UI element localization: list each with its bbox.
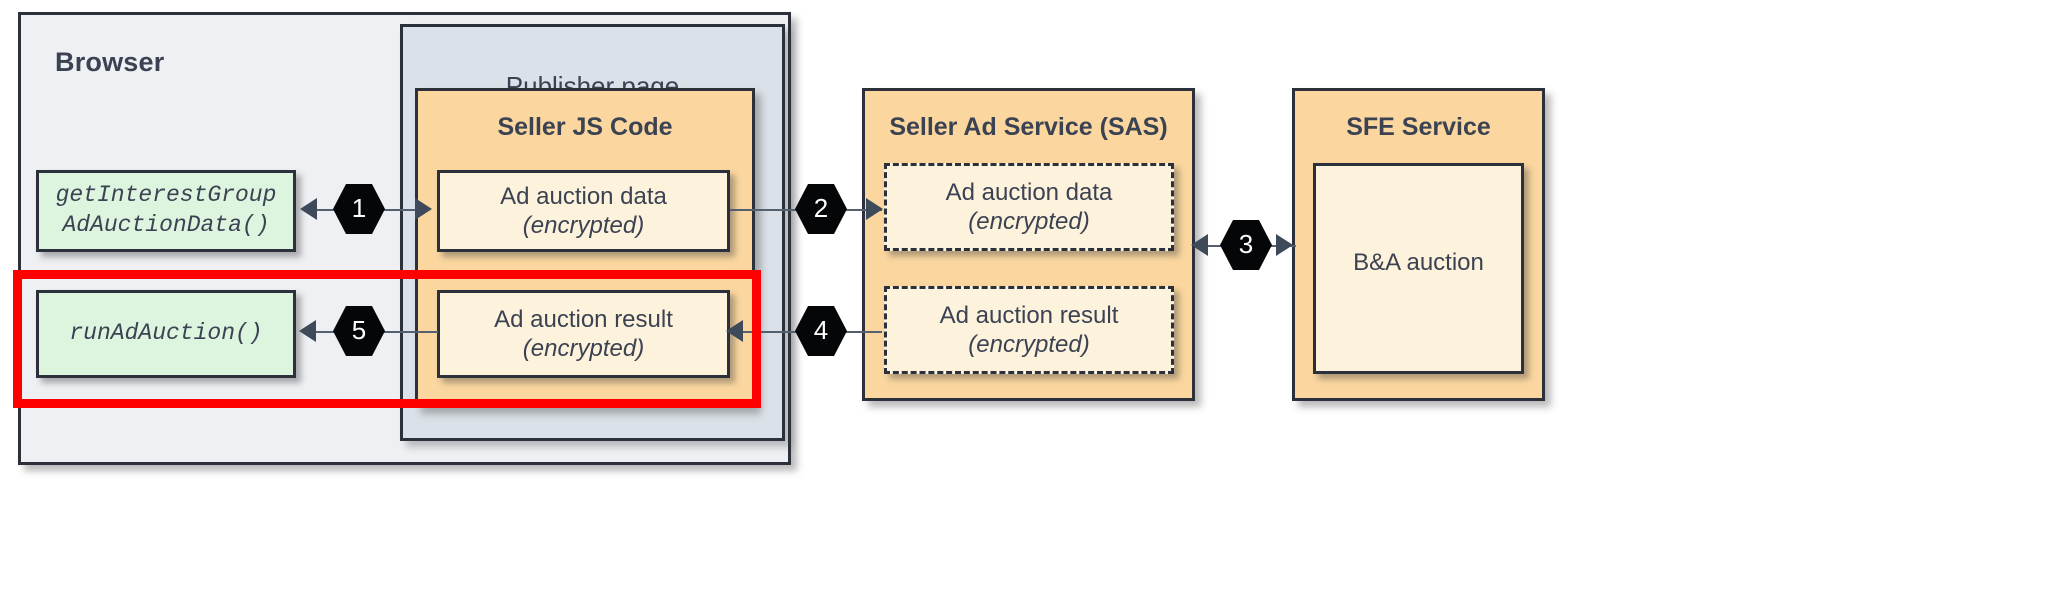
- arrowhead-step-2: [866, 198, 883, 220]
- seller-ad-service-label: Seller Ad Service (SAS): [889, 113, 1168, 141]
- sfe-service-label: SFE Service: [1346, 113, 1491, 141]
- js-ad-auction-result-subtitle: (encrypted): [522, 335, 645, 362]
- sas-ad-auction-result-subtitle: (encrypted): [968, 331, 1090, 358]
- sas-ad-auction-data-subtitle: (encrypted): [968, 208, 1090, 235]
- step-badge-4: 4: [795, 306, 847, 356]
- arrowhead-step-1-right: [415, 198, 432, 220]
- step-badge-5-number: 5: [351, 314, 367, 345]
- js-ad-auction-data-title: Ad auction data: [500, 182, 667, 210]
- sas-ad-auction-data-title: Ad auction data: [945, 178, 1113, 206]
- js-ad-auction-result-title: Ad auction result: [494, 305, 673, 333]
- step-badge-3-number: 3: [1238, 228, 1254, 259]
- arrowhead-step-1-left: [300, 198, 317, 220]
- run-ad-auction-label: runAdAuction(): [69, 320, 263, 347]
- step-badge-1-number: 1: [351, 192, 367, 223]
- sas-ad-auction-result-node: Ad auction result (encrypted): [884, 286, 1174, 374]
- step-badge-2-number: 2: [813, 192, 829, 223]
- sas-ad-auction-result-title: Ad auction result: [939, 301, 1119, 329]
- step-badge-4-number: 4: [813, 314, 829, 345]
- seller-js-code-label: Seller JS Code: [497, 113, 673, 141]
- bna-auction-node: B&A auction: [1313, 163, 1524, 374]
- step-badge-2: 2: [795, 184, 847, 234]
- js-ad-auction-data-subtitle: (encrypted): [522, 212, 645, 239]
- arrowhead-step-3-right: [1276, 234, 1293, 256]
- step-badge-3: 3: [1220, 220, 1272, 270]
- js-ad-auction-data-node: Ad auction data (encrypted): [437, 170, 730, 252]
- run-ad-auction-node: runAdAuction(): [36, 290, 296, 378]
- arrowhead-step-3-left: [1191, 234, 1208, 256]
- bna-auction-label: B&A auction: [1353, 249, 1484, 276]
- arrowhead-step-5: [299, 320, 316, 342]
- get-interest-group-ad-auction-data-label: getInterestGroup AdAuctionData(): [55, 182, 277, 238]
- arrowhead-step-4: [726, 320, 743, 342]
- browser-label: Browser: [55, 47, 165, 77]
- js-ad-auction-result-node: Ad auction result (encrypted): [437, 290, 730, 378]
- get-interest-group-ad-auction-data-node: getInterestGroup AdAuctionData(): [36, 170, 296, 252]
- sas-ad-auction-data-node: Ad auction data (encrypted): [884, 163, 1174, 251]
